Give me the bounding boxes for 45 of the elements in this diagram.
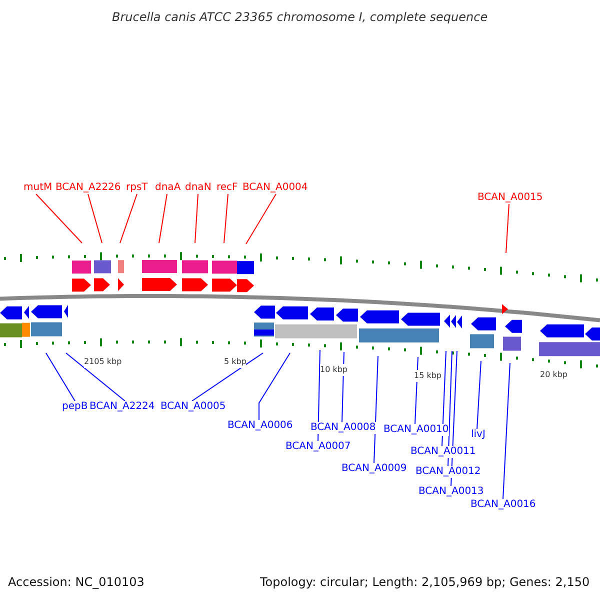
gene-label: mutM [24,182,52,194]
leader-line [442,350,446,446]
topology-text: Topology: circular; Length: 2,105,969 bp; Genes: 2,150 [260,576,590,588]
gene-label: BCAN_A0012 [416,466,481,478]
leader-line [46,352,76,402]
leader-line [192,352,264,402]
scale-label: 2105 kbp [84,356,122,368]
leader-line [88,194,102,244]
gene-label: BCAN_A2226 [56,182,121,194]
scale-label: 10 kbp [320,364,348,376]
title: Brucella canis ATCC 23365 chromosome I, complete sequence [112,11,488,23]
gene-label: BCAN_A0013 [418,486,484,498]
leader-line [448,350,452,466]
leader-line [374,356,378,464]
leader-line [506,204,510,254]
gene-label: BCAN_A0005 [160,401,226,413]
scale-label: 20 kbp [540,369,568,381]
gene-label: BCAN_A0008 [310,422,376,434]
gene-label: dnaA [155,182,181,194]
leader-line [120,194,138,244]
gene-label: BCAN_A0006 [228,420,293,432]
gene-label: BCAN_A0015 [478,192,543,204]
leader-line [318,350,320,442]
leader-line [502,362,510,500]
gene-label: BCAN_A0010 [384,424,449,436]
gene-label: BCAN_A0004 [242,182,308,194]
gene-label: BCAN_A2224 [90,401,155,413]
scale-label: 15 kbp [414,370,442,382]
gene-label: pepB [62,401,88,413]
gene-label: BCAN_A0016 [470,499,536,511]
scale-label: 5 kbp [224,356,246,368]
gene-label: rpsT [126,182,148,194]
gene-label: livJ [471,429,486,441]
leader-line [158,194,168,244]
gene-label: BCAN_A0011 [410,446,476,458]
leader-line [66,352,126,402]
gene-label: BCAN_A0009 [342,463,407,475]
leader-line [194,194,198,244]
leader-line [36,194,82,244]
gene-label: BCAN_A0007 [286,441,351,453]
leader-line [476,360,482,430]
accession-text: Accession: NC_010103 [8,576,144,588]
leader-line [224,194,228,244]
leader-line [258,352,290,420]
leader-line [246,194,276,244]
